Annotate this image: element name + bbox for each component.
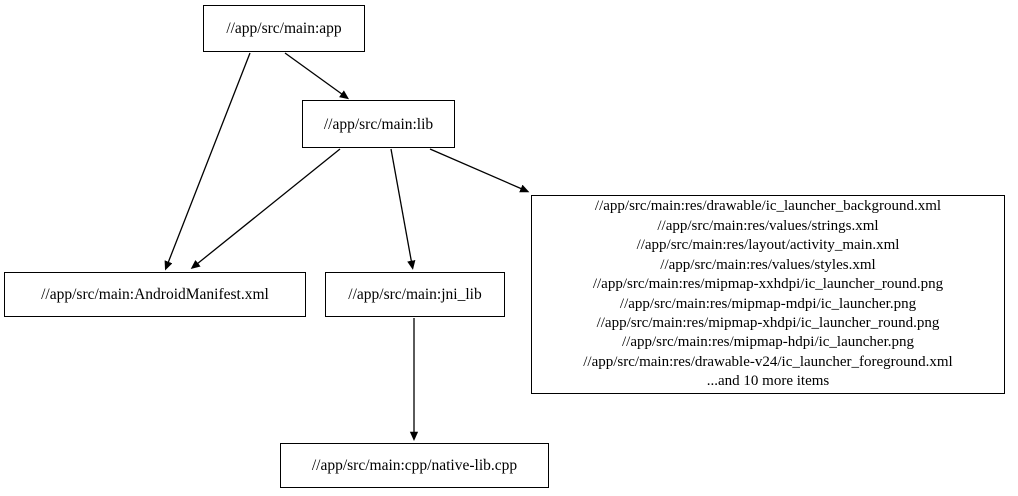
- node-androidmanifest-label: //app/src/main:AndroidManifest.xml: [41, 286, 269, 303]
- edge-app-to-androidmanifest: [164, 52, 251, 271]
- node-resources-label: //app/src/main:res/drawable/ic_launcher_…: [583, 198, 953, 390]
- node-jni-lib-label: //app/src/main:jni_lib: [348, 286, 482, 303]
- node-lib[interactable]: //app/src/main:lib: [302, 100, 455, 148]
- node-app[interactable]: //app/src/main:app: [203, 5, 365, 52]
- node-jni-lib[interactable]: //app/src/main:jni_lib: [325, 272, 505, 317]
- edge-app-to-lib: [284, 52, 350, 100]
- node-androidmanifest[interactable]: //app/src/main:AndroidManifest.xml: [4, 272, 306, 317]
- node-lib-label: //app/src/main:lib: [323, 115, 434, 133]
- node-app-label: //app/src/main:app: [226, 20, 342, 37]
- node-resources[interactable]: //app/src/main:res/drawable/ic_launcher_…: [531, 195, 1005, 394]
- edge-lib-to-resources: [429, 148, 530, 193]
- edge-lib-to-jni-lib: [390, 148, 416, 270]
- node-native-lib-cpp[interactable]: //app/src/main:cpp/native-lib.cpp: [280, 443, 549, 488]
- edge-lib-to-androidmanifest: [190, 148, 341, 270]
- node-native-lib-cpp-label: //app/src/main:cpp/native-lib.cpp: [311, 457, 518, 474]
